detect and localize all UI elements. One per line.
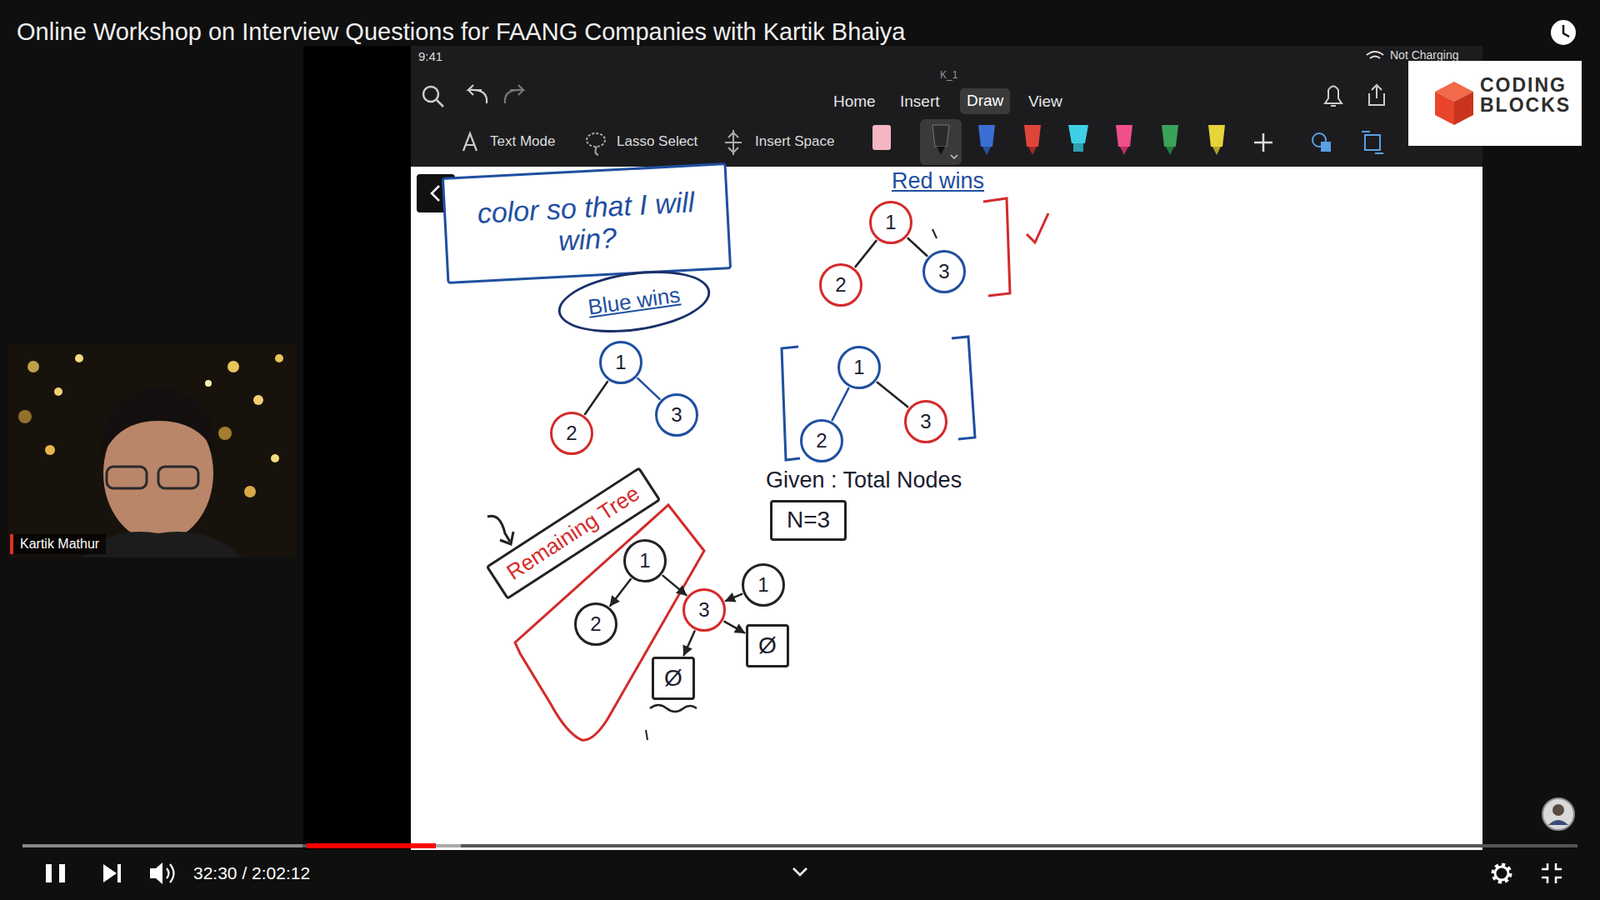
node-text: color so that I will win? [445,184,729,263]
tree-edge [877,382,909,408]
handwritten-note: Red wins [891,169,985,195]
tree-node-circle: 2 [574,602,618,646]
node-text: N=3 [786,506,830,533]
document-name: K_1 [940,70,958,81]
null-box: Ø [745,624,790,668]
tree-edge [637,378,660,400]
tree-node-circle: 3 [904,400,948,444]
node-text: 3 [920,410,931,434]
node-text: 1 [853,356,865,380]
node-text: 1 [639,550,650,573]
node-text: Ø [758,632,777,659]
menu-tab: Home [833,93,876,111]
menu-tab-active: Draw [960,88,1010,115]
node-text: Blue wins [586,283,682,320]
node-text: 2 [565,422,577,445]
tree-node-circle: 2 [819,263,863,307]
tree-edge [855,240,877,267]
tree-edge [663,575,687,595]
tree-node-circle: 1 [837,345,881,390]
node-text: Ø [664,665,683,691]
tree-edge [610,579,631,606]
tree-node-circle: 1 [741,563,785,607]
node-text: 2 [590,613,601,636]
tree-node-circle: 1 [623,539,667,583]
tree-edge [908,238,928,256]
tree-node-circle: 2 [800,419,844,463]
tree-edge [585,381,608,415]
tool-button: Insert Space [755,134,835,150]
node-text: 1 [885,211,896,235]
null-box: Ø [651,656,695,700]
node-text: 1 [757,574,769,597]
node-text: 3 [670,404,682,427]
tree-node-circle: 1 [869,200,913,245]
tree-node-circle: 3 [682,588,726,632]
node-text: 2 [835,274,846,297]
node-text: 2 [815,430,827,453]
video-title: Online Workshop on Interview Questions f… [16,18,906,46]
menu-tab: View [1028,93,1063,111]
tree-edge [832,388,850,420]
question-box: color so that I will win? [441,162,732,285]
tool-button: Text Mode [490,134,555,150]
tool-button: Lasso Select [616,134,698,150]
logo-text: CODING BLOCKS [1480,75,1580,115]
time-display: 32:30 / 2:02:12 [193,863,310,883]
node-text: 3 [698,599,710,622]
value-box: N=3 [770,500,847,541]
node-text: 3 [938,260,950,284]
status-time: 9:41 [418,50,443,65]
tree-node-circle: 3 [922,250,966,294]
tree-edge [684,631,695,656]
battery-status: Not Charging [1390,49,1460,62]
tree-node-circle: 1 [599,340,643,385]
speaker-name: Kartik Mathur [10,534,106,555]
tree-edge [724,621,745,634]
handwritten-note: Given : Total Nodes [765,468,962,494]
menu-tab: Insert [900,93,940,111]
tree-node-circle: 2 [550,411,594,455]
tree-node-circle: 3 [655,393,699,437]
tree-edge [725,594,742,601]
node-text: 1 [615,351,626,375]
